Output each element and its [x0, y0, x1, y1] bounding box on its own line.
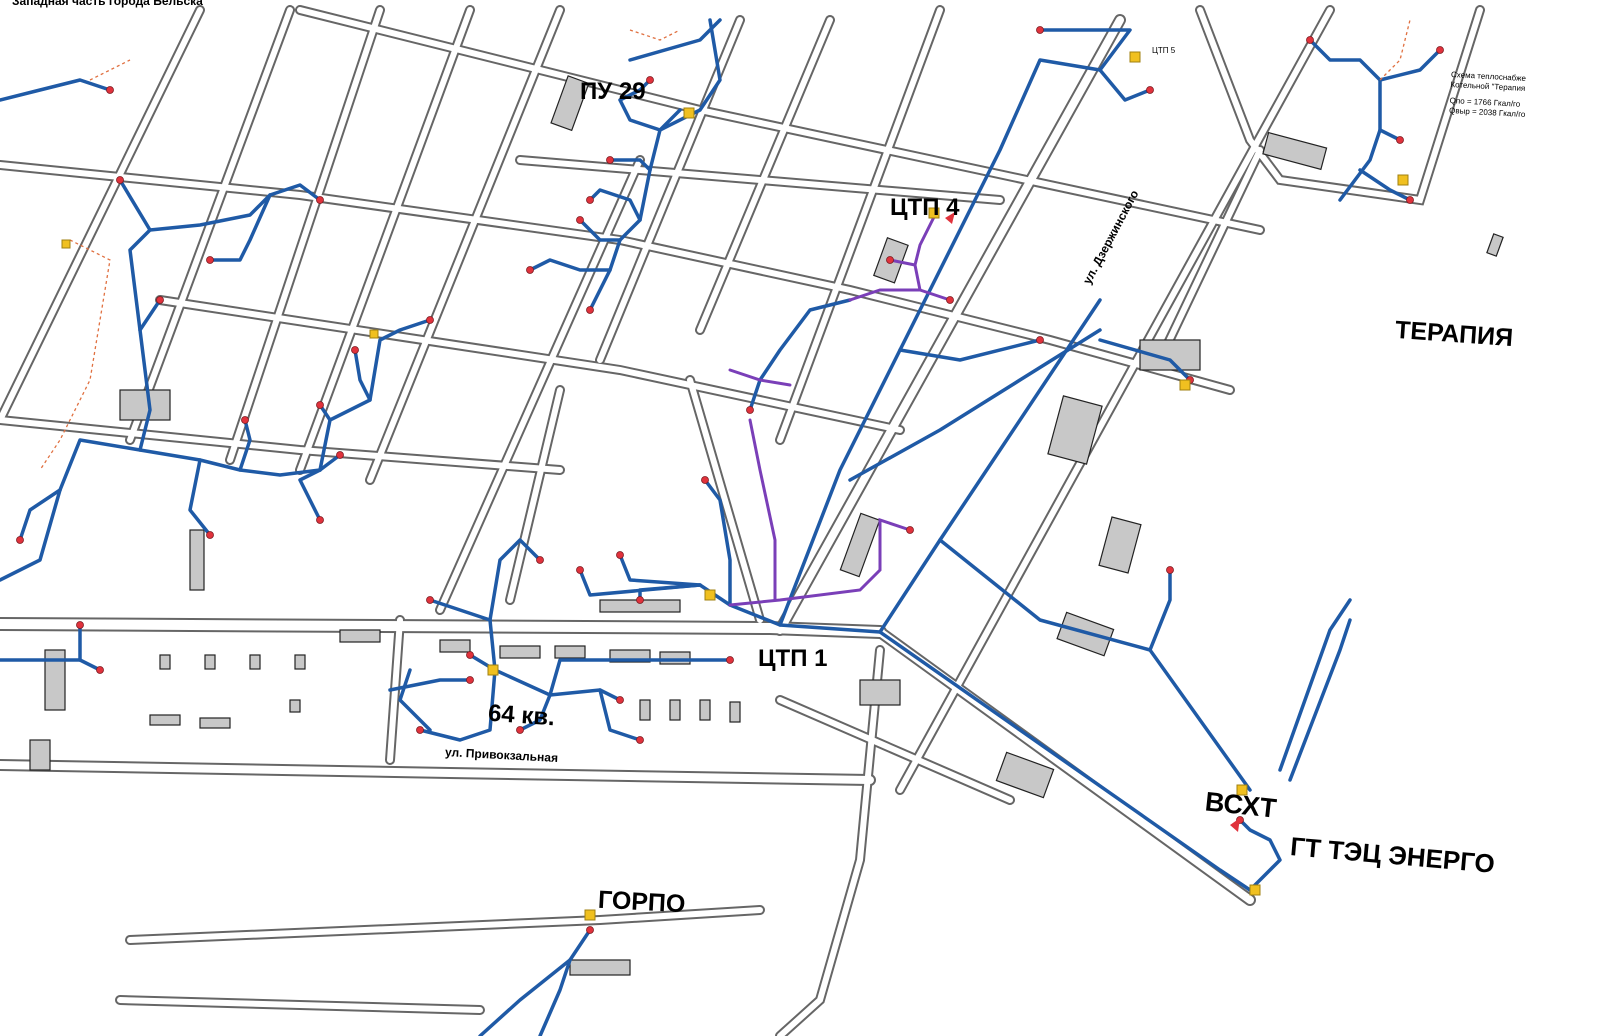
buildings: [29, 75, 1504, 976]
station-pu29-marker[interactable]: [683, 107, 695, 119]
map-title: Западная часть города Бельска: [12, 0, 203, 8]
legend-box: Схема теплоснабже Котельной "Терапия Qпо…: [1449, 70, 1528, 120]
station-vsht-marker[interactable]: [1236, 784, 1248, 796]
consumer-nodes: [16, 26, 1444, 934]
station-west-marker[interactable]: [61, 239, 71, 249]
station-arrows: [945, 212, 1240, 832]
station-64kv-marker[interactable]: [487, 664, 499, 676]
station-gorpo-marker[interactable]: [584, 909, 596, 921]
pipes-secondary: [728, 213, 952, 607]
station-gt-tec-marker[interactable]: [1249, 884, 1261, 896]
station-east-marker[interactable]: [1397, 174, 1409, 186]
label-ctp4[interactable]: ЦТП 4: [890, 194, 960, 221]
label-ctp1[interactable]: ЦТП 1: [758, 645, 828, 672]
label-pu29[interactable]: ПУ 29: [580, 78, 646, 105]
station-ctp4-marker[interactable]: [928, 207, 940, 219]
heat-stations: [61, 51, 1409, 921]
station-ctp1-marker[interactable]: [704, 589, 716, 601]
station-terapiya-marker[interactable]: [1179, 379, 1191, 391]
station-ctp5-marker[interactable]: [1129, 51, 1141, 63]
planned-pipes: [39, 19, 1411, 471]
label-ctp5[interactable]: ЦТП 5: [1152, 46, 1176, 55]
heating-pipes: [0, 18, 1442, 1036]
label-64kv[interactable]: 64 кв.: [487, 699, 556, 732]
label-gorpo[interactable]: ГОРПО: [597, 885, 687, 919]
station-small-marker[interactable]: [369, 329, 379, 339]
